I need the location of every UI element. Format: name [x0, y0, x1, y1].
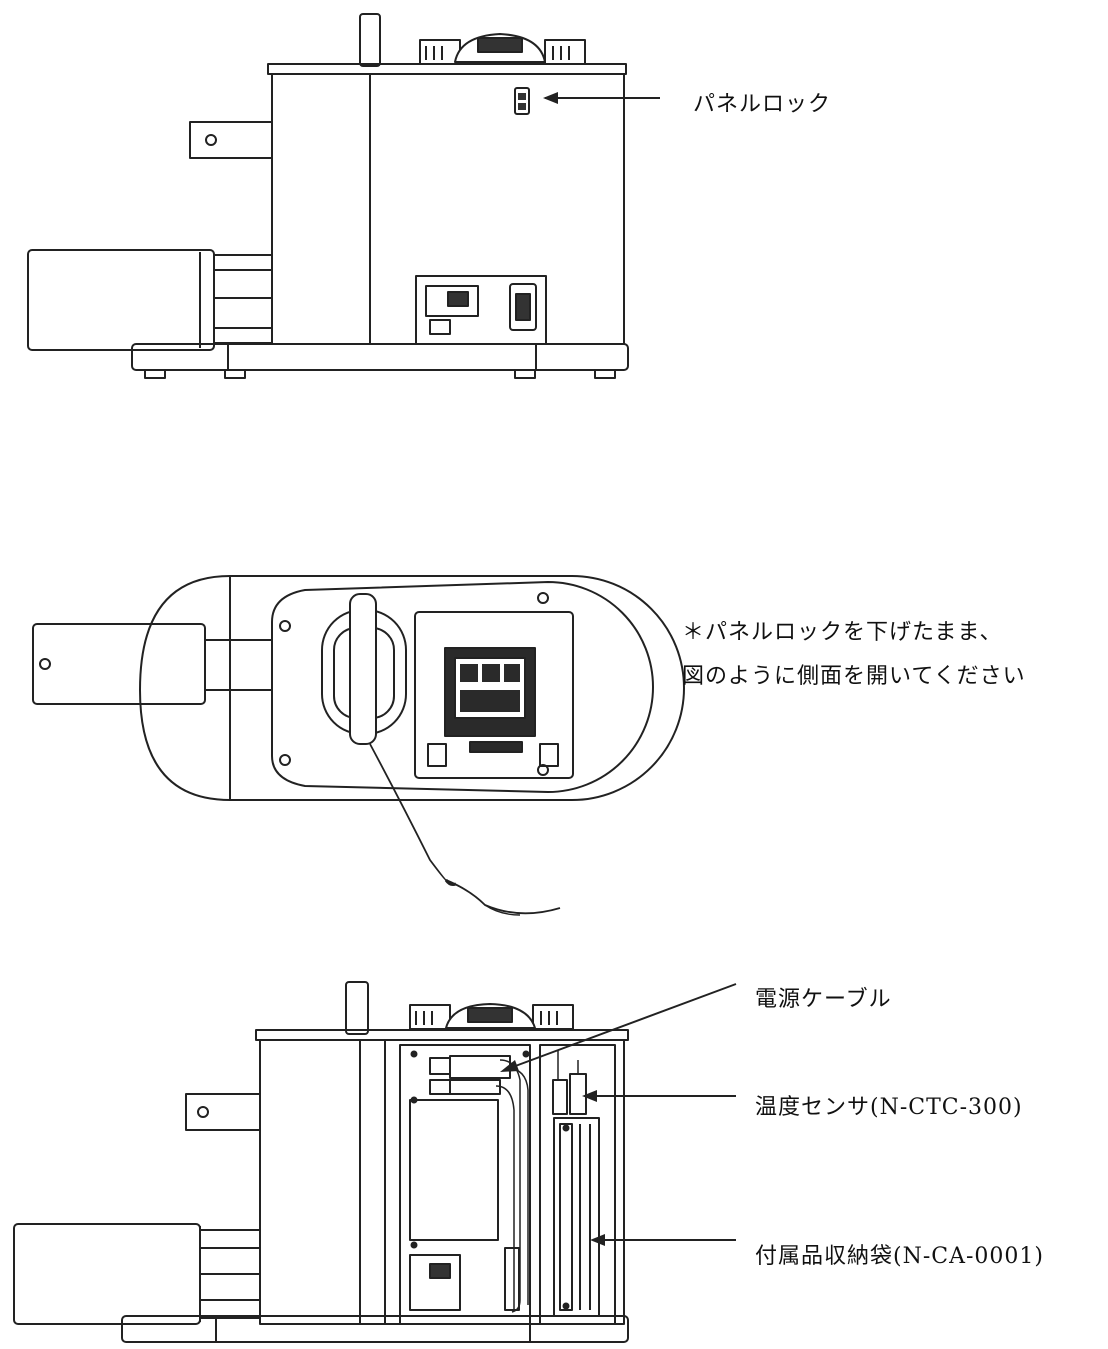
note-line-1: ＊パネルロックを下げたまま、: [682, 620, 1003, 645]
temp-sensor-label: 温度センサ(N-CTC-300): [755, 1095, 1023, 1120]
accessory-bag-label: 付属品収納袋(N-CA-0001): [755, 1244, 1044, 1269]
panel-lock-label: パネルロック: [693, 92, 832, 117]
accessory-bag: [553, 1117, 600, 1317]
temperature-sensor: [552, 1050, 587, 1115]
arrow-head-icon: [543, 92, 558, 104]
top-view: [32, 575, 685, 916]
top-handle: [419, 33, 586, 65]
label-pointers: [500, 983, 737, 1246]
panel-lock: [514, 87, 530, 115]
side-view-closed: [27, 13, 629, 379]
side-view-open: [13, 981, 629, 1343]
note-line-2: 図のように側面を開いてください: [682, 664, 1026, 689]
power-cable-label: 電源ケーブル: [755, 987, 892, 1012]
